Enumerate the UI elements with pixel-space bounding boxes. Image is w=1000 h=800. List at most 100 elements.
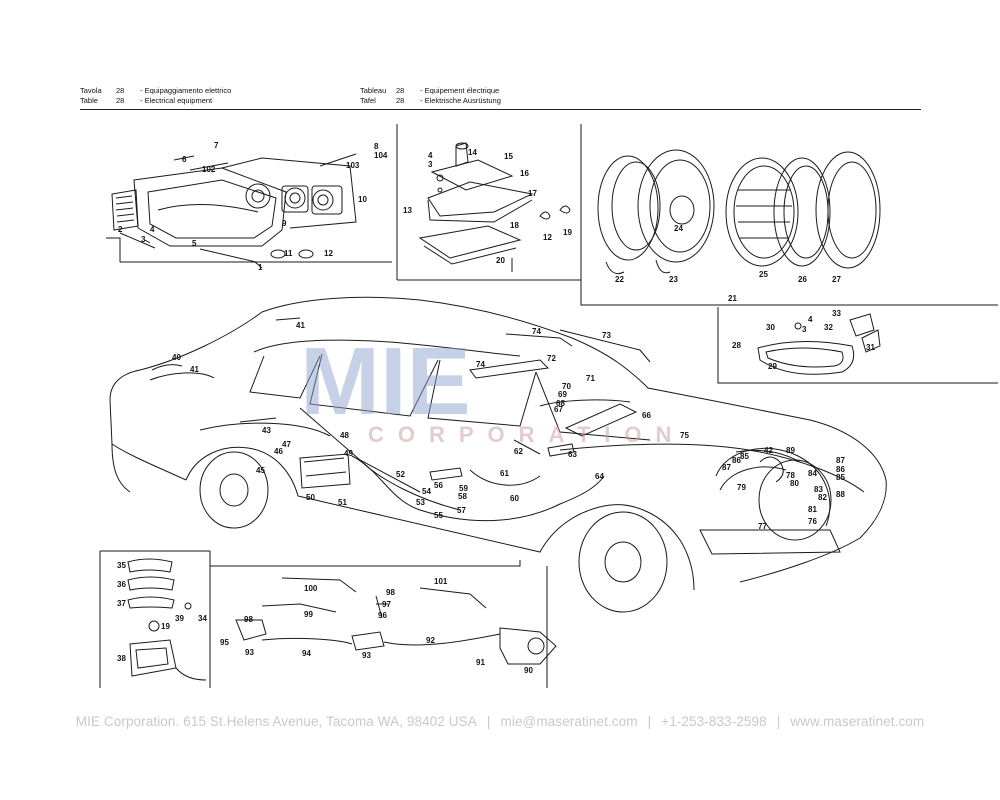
foglamp-assembly bbox=[757, 313, 881, 375]
watermark-logo: MIE bbox=[300, 328, 471, 435]
callout-number-taillight: 4 bbox=[150, 225, 155, 234]
header-title: - Equipement électrique bbox=[420, 86, 500, 95]
callout-number-wiper: 98 bbox=[244, 615, 253, 624]
callout-number-car: 47 bbox=[282, 440, 291, 449]
relay-box-assembly bbox=[418, 142, 571, 272]
callout-number-taillight: 3 bbox=[141, 235, 146, 244]
callout-number-car: 74 bbox=[476, 360, 485, 369]
callout-number-taillight: 104 bbox=[374, 151, 388, 160]
plate-lamp-parts bbox=[127, 558, 207, 681]
footer-separator: | bbox=[486, 714, 491, 729]
callout-number-foglamp: 4 bbox=[808, 315, 813, 324]
footer-company: MIE Corporation. 615 St.Helens Avenue, T… bbox=[75, 714, 477, 729]
callout-number-relay: 15 bbox=[504, 152, 513, 161]
callout-number-headlamp: 23 bbox=[669, 275, 678, 284]
callout-number-car: 71 bbox=[586, 374, 595, 383]
callout-number-car: 73 bbox=[602, 331, 611, 340]
callout-number-relay: 4 bbox=[428, 151, 433, 160]
callout-number-headlamp: 26 bbox=[798, 275, 807, 284]
callout-number-plate_lamp: 38 bbox=[117, 654, 126, 663]
callout-number-plate_lamp: 36 bbox=[117, 580, 126, 589]
callout-number-car: 77 bbox=[758, 522, 767, 531]
callout-number-taillight: 12 bbox=[324, 249, 333, 258]
wiper-parts bbox=[235, 577, 557, 665]
callout-number-wiper: 95 bbox=[220, 638, 229, 647]
callout-number-foglamp: 3 bbox=[802, 325, 807, 334]
callout-number-taillight: 1 bbox=[258, 263, 263, 272]
callout-number-taillight: 103 bbox=[346, 161, 360, 170]
callout-number-car: 81 bbox=[808, 505, 817, 514]
header-rule bbox=[80, 109, 921, 110]
callout-number-taillight: 9 bbox=[282, 219, 287, 228]
callout-number-car: 89 bbox=[786, 446, 795, 455]
callout-number-headlamp: 25 bbox=[759, 270, 768, 279]
callout-number-wiper: 99 bbox=[304, 610, 313, 619]
header-number: 28 bbox=[396, 86, 405, 95]
callout-number-wiper: 97 bbox=[382, 600, 391, 609]
callout-number-car: 57 bbox=[457, 506, 466, 515]
callout-number-car: 75 bbox=[680, 431, 689, 440]
callout-number-wiper: 101 bbox=[434, 577, 448, 586]
callout-number-relay: 19 bbox=[563, 228, 572, 237]
callout-number-car: 87 bbox=[722, 463, 731, 472]
callout-number-plate_lamp: 39 bbox=[175, 614, 184, 623]
callout-number-car: 66 bbox=[642, 411, 651, 420]
callout-number-car: 87 bbox=[836, 456, 845, 465]
callout-number-taillight: 10 bbox=[358, 195, 367, 204]
callout-number-relay: 14 bbox=[468, 148, 477, 157]
panel-frames bbox=[99, 124, 998, 688]
callout-number-car: 74 bbox=[532, 327, 541, 336]
headlamp-assembly bbox=[597, 149, 881, 275]
callout-number-taillight: 8 bbox=[374, 142, 379, 151]
callout-number-car: 63 bbox=[568, 450, 577, 459]
header-label: Tavola bbox=[80, 86, 102, 95]
callout-number-car: 78 bbox=[786, 471, 795, 480]
callout-number-taillight: 5 bbox=[192, 239, 197, 248]
callout-number-car: 56 bbox=[434, 481, 443, 490]
callout-number-wiper: 93 bbox=[245, 648, 254, 657]
callout-number-car: 58 bbox=[458, 492, 467, 501]
watermark: MIE CORPORATION bbox=[300, 328, 671, 447]
callout-number-relay: 16 bbox=[520, 169, 529, 178]
footer-website-link[interactable]: www.maseratinet.com bbox=[790, 714, 925, 729]
callout-number-wiper: 90 bbox=[524, 666, 533, 675]
callout-number-car: 84 bbox=[808, 469, 817, 478]
callout-number-car: 59 bbox=[459, 484, 468, 493]
callout-number-car: 85 bbox=[740, 452, 749, 461]
callout-number-car: 51 bbox=[338, 498, 347, 507]
header-title: - Electrical equipment bbox=[140, 96, 213, 105]
callout-number-car: 82 bbox=[818, 493, 827, 502]
footer-email-link[interactable]: mie@maseratinet.com bbox=[500, 714, 638, 729]
callout-number-foglamp: 30 bbox=[766, 323, 775, 332]
callout-number-car: 80 bbox=[790, 479, 799, 488]
callout-number-foglamp: 33 bbox=[832, 309, 841, 318]
callout-number-wiper: 96 bbox=[378, 611, 387, 620]
callout-number-relay: 18 bbox=[510, 221, 519, 230]
callout-number-headlamp: 21 bbox=[728, 294, 737, 303]
callout-number-car: 45 bbox=[256, 466, 265, 475]
callout-number-taillight: 6 bbox=[182, 155, 187, 164]
callout-number-foglamp: 28 bbox=[732, 341, 741, 350]
callout-number-car: 41 bbox=[296, 321, 305, 330]
callout-number-plate_lamp: 34 bbox=[198, 614, 207, 623]
footer: MIE Corporation. 615 St.Helens Avenue, T… bbox=[0, 714, 1000, 729]
header-label: Table bbox=[80, 96, 98, 105]
callout-number-car: 53 bbox=[416, 498, 425, 507]
callout-number-car: 79 bbox=[737, 483, 746, 492]
callout-number-plate_lamp: 37 bbox=[117, 599, 126, 608]
callout-number-car: 50 bbox=[306, 493, 315, 502]
callout-number-wiper: 92 bbox=[426, 636, 435, 645]
callout-number-relay: 13 bbox=[403, 206, 412, 215]
callout-number-headlamp: 22 bbox=[615, 275, 624, 284]
footer-separator: | bbox=[776, 714, 781, 729]
callout-number-taillight: 2 bbox=[118, 225, 123, 234]
callout-number-relay: 20 bbox=[496, 256, 505, 265]
callout-number-car: 67 bbox=[554, 405, 563, 414]
callout-number-car: 46 bbox=[274, 447, 283, 456]
